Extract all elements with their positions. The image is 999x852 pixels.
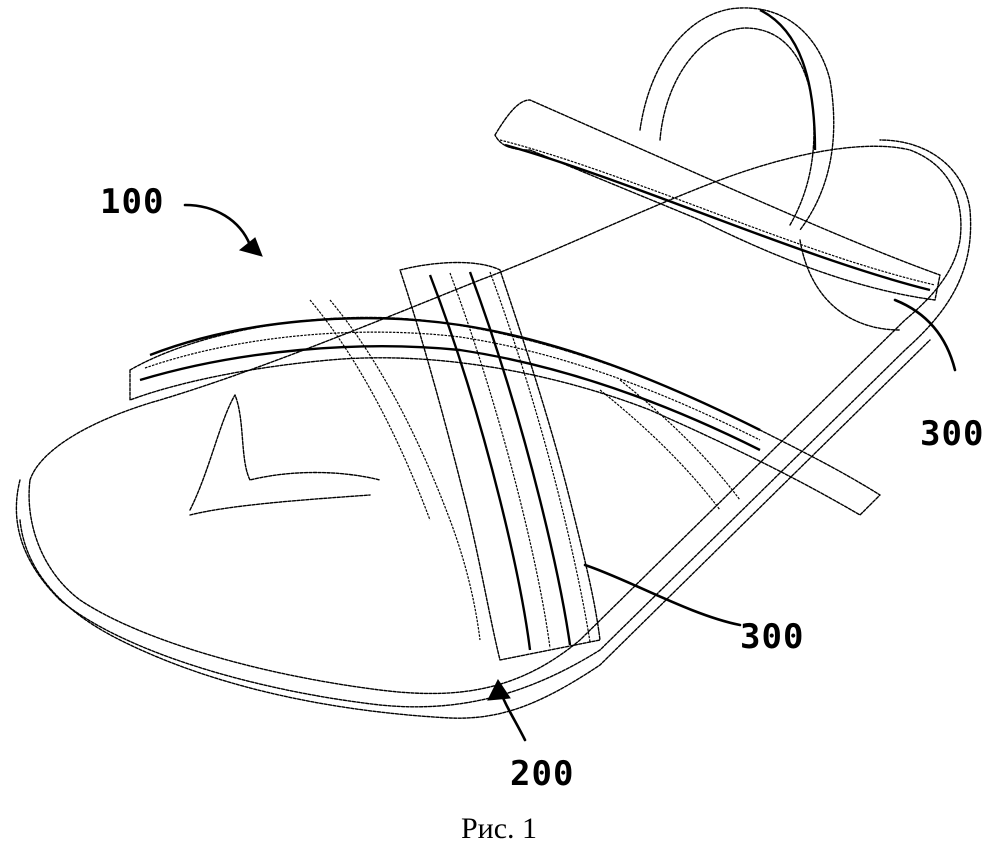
label-200: 200	[510, 754, 574, 794]
label-300-rear: 300	[920, 414, 984, 454]
front-straps	[130, 263, 880, 661]
label-100: 100	[100, 182, 164, 222]
ref-100: 100	[100, 182, 262, 256]
figure-caption: Рис. 1	[461, 812, 537, 845]
ref-300-rear: 300	[895, 300, 984, 454]
ref-300-front: 300	[585, 565, 804, 657]
ref-200: 200	[488, 680, 574, 794]
rear-strap	[495, 8, 940, 330]
label-300-front: 300	[740, 617, 804, 657]
